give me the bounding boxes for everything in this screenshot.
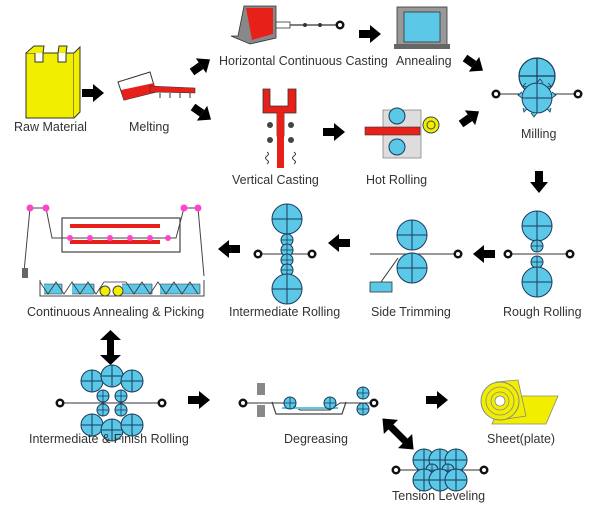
arrow-icon	[323, 123, 345, 141]
arrow-icon	[218, 240, 240, 258]
arrow-icon	[359, 25, 381, 43]
annealing-label: Annealing	[396, 54, 452, 68]
horizontal-casting-label: Horizontal Continuous Casting	[219, 54, 388, 68]
intermediate-finish-rolling-icon	[55, 364, 167, 442]
vertical-casting-icon	[262, 88, 297, 168]
arrow-icon	[473, 245, 495, 263]
double-arrow-icon	[382, 418, 414, 450]
rough-rolling-label: Rough Rolling	[503, 305, 582, 319]
arrow-icon	[187, 99, 217, 127]
hot-rolling-label: Hot Rolling	[366, 173, 428, 187]
arrow-icon	[82, 84, 104, 102]
arrow-icon	[186, 52, 216, 80]
milling-label: Milling	[521, 127, 557, 141]
tension-leveling-icon	[391, 448, 489, 492]
raw-material-icon	[25, 45, 81, 119]
arrow-icon	[459, 50, 489, 78]
annealing-furnace-icon	[394, 6, 450, 49]
side-trimming-icon	[369, 219, 463, 293]
arrow-icon	[530, 171, 548, 193]
intermediate-finish-label: Intermediate & Finish Rolling	[29, 432, 189, 446]
rough-rolling-icon	[503, 210, 575, 298]
arrow-icon	[328, 234, 350, 252]
intermediate-rolling-label: Intermediate Rolling	[229, 305, 341, 319]
sheet-coil-icon	[480, 379, 559, 425]
arrow-icon	[455, 104, 485, 132]
milling-icon	[491, 57, 583, 118]
degreasing-label: Degreasing	[284, 432, 348, 446]
sheet-label: Sheet(plate)	[487, 432, 556, 446]
degreasing-icon	[238, 383, 379, 417]
raw-material-label: Raw Material	[14, 120, 87, 134]
continuous-annealing-label: Continuous Annealing & Picking	[27, 305, 205, 319]
melting-ladle-icon	[117, 71, 196, 101]
arrow-icon	[188, 391, 210, 409]
side-trimming-label: Side Trimming	[371, 305, 451, 319]
continuous-annealing-icon	[22, 204, 205, 297]
horizontal-casting-icon	[230, 5, 345, 45]
tension-leveling-label: Tension Leveling	[392, 489, 486, 503]
double-arrow-icon	[100, 330, 121, 365]
hot-rolling-icon	[364, 107, 440, 159]
vertical-casting-label: Vertical Casting	[232, 173, 319, 187]
melting-label: Melting	[129, 120, 170, 134]
arrow-icon	[426, 391, 448, 409]
intermediate-rolling-icon	[253, 203, 317, 305]
